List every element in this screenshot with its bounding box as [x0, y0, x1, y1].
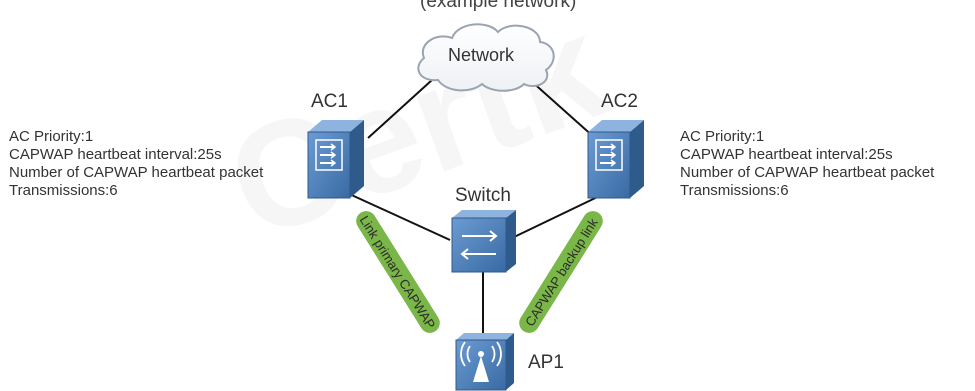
ap1-label: AP1 — [528, 352, 564, 373]
ac1-info-line: AC Priority:1 — [9, 128, 94, 145]
link-ac1-switch — [344, 191, 451, 241]
ac2-label: AC2 — [601, 91, 638, 112]
link-network-ac2 — [529, 79, 596, 139]
ac2-info-line: Transmissions:6 — [680, 182, 789, 199]
ac1-info-line: Transmissions:6 — [9, 182, 118, 199]
ac2-info-line: AC Priority:1 — [680, 128, 765, 145]
ac1-info-line: CAPWAP heartbeat interval:25s — [9, 146, 222, 163]
switch-icon — [451, 210, 516, 273]
ac2-info-line: Number of CAPWAP heartbeat packet — [680, 164, 935, 181]
backup-link-label: CAPWAP backup link — [522, 215, 601, 329]
ac1-info-line: Number of CAPWAP heartbeat packet — [9, 164, 264, 181]
header-fragment: (example network) — [420, 0, 577, 12]
ac2-device-icon — [587, 120, 644, 199]
ac1-label: AC1 — [311, 91, 348, 112]
backup-link-tag: CAPWAP backup link — [519, 211, 603, 333]
network-label: Network — [448, 45, 515, 65]
ap1-icon — [455, 333, 514, 391]
ac2-info-block: AC Priority:1 CAPWAP heartbeat interval:… — [680, 128, 934, 200]
ac1-device-icon — [307, 120, 364, 199]
primary-link-label: Link primary CAPWAP — [357, 213, 439, 331]
switch-label: Switch — [455, 185, 511, 206]
primary-link-tag: Link primary CAPWAP — [356, 211, 440, 333]
link-network-ac1 — [367, 79, 433, 139]
ac1-info-block: AC Priority:1 CAPWAP heartbeat interval:… — [9, 128, 263, 200]
network-cloud-icon — [417, 23, 555, 92]
ac2-info-line: CAPWAP heartbeat interval:25s — [680, 146, 893, 163]
